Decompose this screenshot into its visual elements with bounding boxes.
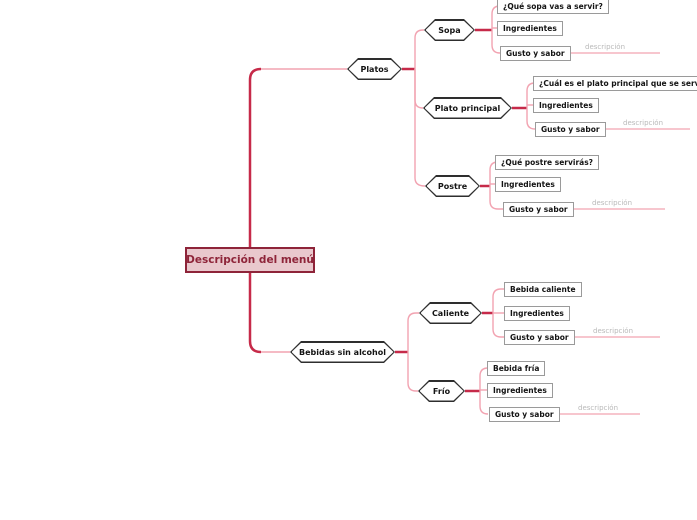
note-descripcion-plato-principal[interactable]: descripción bbox=[623, 119, 664, 127]
connector bbox=[489, 186, 503, 210]
trunk-up-connector bbox=[248, 67, 262, 247]
connector bbox=[492, 313, 504, 338]
subtopic-postre-gusto-y-sabor[interactable]: Gusto y sabor bbox=[503, 202, 574, 217]
topic-plato-principal-label: Plato principal bbox=[434, 103, 501, 113]
subtopic-sopa-pregunta[interactable]: ¿Qué sopa vas a servir? bbox=[497, 0, 609, 14]
topic-frio-label: Frío bbox=[432, 386, 451, 396]
subtopic-frio-bebida[interactable]: Bebida fría bbox=[487, 361, 546, 376]
central-topic[interactable]: Descripción del menú bbox=[185, 247, 315, 273]
subtopic-postre-pregunta[interactable]: ¿Qué postre servirás? bbox=[495, 155, 600, 170]
connector bbox=[407, 352, 418, 392]
subtopic-plato-principal-gusto-y-sabor[interactable]: Gusto y sabor bbox=[535, 122, 606, 137]
topic-caliente-label: Caliente bbox=[431, 308, 470, 318]
connector bbox=[491, 30, 501, 54]
subtopic-frio-gusto-y-sabor[interactable]: Gusto y sabor bbox=[489, 407, 560, 422]
topic-sopa-label: Sopa bbox=[438, 25, 461, 35]
trunk-down-connector bbox=[248, 273, 262, 354]
subtopic-caliente-gusto-y-sabor[interactable]: Gusto y sabor bbox=[504, 330, 575, 345]
connector bbox=[526, 108, 536, 130]
connector bbox=[492, 288, 504, 313]
branch-bebidas-label: Bebidas sin alcohol bbox=[299, 347, 386, 357]
topic-sopa[interactable]: Sopa bbox=[424, 19, 475, 41]
connector bbox=[414, 69, 424, 109]
topic-plato-principal[interactable]: Plato principal bbox=[423, 97, 512, 119]
topic-postre-label: Postre bbox=[437, 181, 468, 191]
central-topic-label: Descripción del menú bbox=[186, 254, 314, 266]
subtopic-plato-principal-ingredientes[interactable]: Ingredientes bbox=[533, 98, 599, 113]
connector bbox=[407, 312, 419, 352]
subtopic-postre-ingredientes[interactable]: Ingredientes bbox=[495, 177, 561, 192]
topic-frio[interactable]: Frío bbox=[418, 380, 465, 402]
note-descripcion-frio[interactable]: descripción bbox=[578, 404, 619, 412]
topic-caliente[interactable]: Caliente bbox=[419, 302, 482, 324]
subtopic-caliente-bebida[interactable]: Bebida caliente bbox=[504, 282, 582, 297]
branch-bebidas-sin-alcohol[interactable]: Bebidas sin alcohol bbox=[290, 341, 395, 363]
connector bbox=[479, 391, 489, 415]
connector bbox=[414, 69, 426, 187]
subtopic-frio-ingredientes[interactable]: Ingredientes bbox=[487, 383, 553, 398]
connector bbox=[414, 29, 424, 69]
note-descripcion-postre[interactable]: descripción bbox=[592, 199, 633, 207]
subtopic-caliente-ingredientes[interactable]: Ingredientes bbox=[504, 306, 570, 321]
subtopic-sopa-gusto-y-sabor[interactable]: Gusto y sabor bbox=[500, 46, 571, 61]
subtopic-sopa-ingredientes[interactable]: Ingredientes bbox=[497, 21, 563, 36]
branch-platos-label: Platos bbox=[360, 64, 389, 74]
note-descripcion-sopa[interactable]: descripción bbox=[585, 43, 626, 51]
note-descripcion-caliente[interactable]: descripción bbox=[593, 327, 634, 335]
topic-postre[interactable]: Postre bbox=[425, 175, 480, 197]
subtopic-plato-principal-pregunta[interactable]: ¿Cuál es el plato principal que se servi… bbox=[533, 76, 697, 91]
connector bbox=[479, 367, 489, 391]
branch-platos[interactable]: Platos bbox=[347, 58, 402, 80]
